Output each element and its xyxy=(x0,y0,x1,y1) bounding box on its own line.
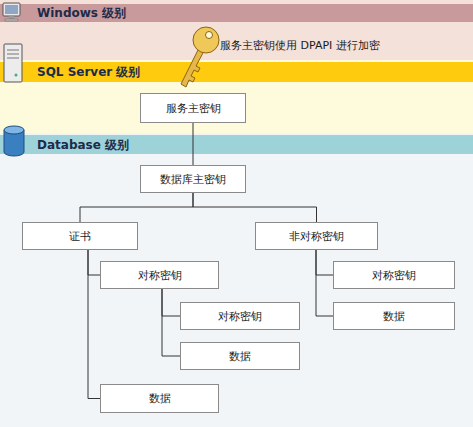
key-box: 数据 xyxy=(100,384,219,413)
box-label: 数据库主密钥 xyxy=(160,172,226,187)
box-label: 服务主密钥 xyxy=(166,101,221,116)
box-label: 数据 xyxy=(229,349,251,364)
key-box: 证书 xyxy=(22,222,138,250)
band-title: SQL Server 级别 xyxy=(37,64,140,81)
band-header: Windows 级别 xyxy=(0,4,473,22)
key-box: 非对称密钥 xyxy=(255,222,378,250)
band-header: Database 级别 xyxy=(0,135,473,154)
box-label: 对称密钥 xyxy=(372,268,416,283)
key-box: 对称密钥 xyxy=(180,302,300,330)
key-box: 数据 xyxy=(333,302,455,330)
band-title: Database 级别 xyxy=(37,136,129,153)
box-label: 对称密钥 xyxy=(218,309,262,324)
level-band: Database 级别数据库主密钥证书非对称密钥对称密钥对称密钥对称密钥数据数据… xyxy=(0,133,473,427)
level-band: SQL Server 级别服务主密钥 xyxy=(0,60,473,133)
key-box: 服务主密钥 xyxy=(140,93,246,123)
key-box: 数据 xyxy=(180,342,300,370)
box-label: 数据 xyxy=(383,309,405,324)
key-box: 对称密钥 xyxy=(333,261,455,289)
annotation-text: 服务主密钥使用 DPAPI 进行加密 xyxy=(220,38,380,53)
band-title: Windows 级别 xyxy=(37,5,126,22)
box-label: 证书 xyxy=(69,229,91,244)
key-box: 数据库主密钥 xyxy=(140,165,246,193)
box-label: 非对称密钥 xyxy=(289,229,344,244)
key-box: 对称密钥 xyxy=(100,261,219,289)
box-label: 数据 xyxy=(149,391,171,406)
band-header: SQL Server 级别 xyxy=(0,62,473,82)
box-label: 对称密钥 xyxy=(138,268,182,283)
